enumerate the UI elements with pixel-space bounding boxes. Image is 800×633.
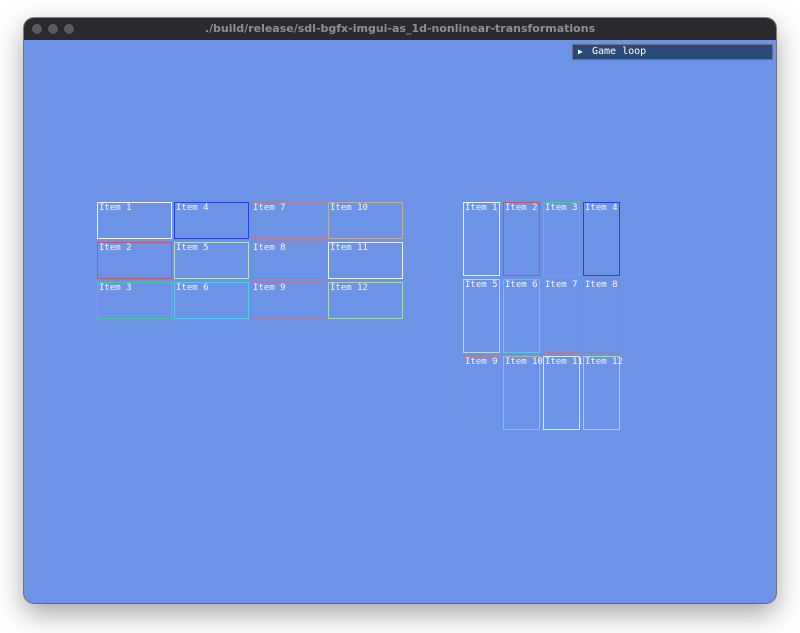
grid-item-label: Item 1 [99, 203, 132, 213]
grid-item[interactable]: Item 6 [174, 282, 249, 319]
grid-item-label: Item 9 [465, 357, 498, 367]
grid-item[interactable]: Item 11 [328, 242, 403, 279]
grid-item-label: Item 4 [176, 203, 209, 213]
grid-item[interactable]: Item 3 [543, 202, 580, 276]
grid-item-label: Item 4 [585, 203, 618, 213]
game-loop-title: Game loop [592, 46, 647, 57]
grid-item[interactable]: Item 10 [503, 356, 543, 430]
grid-item-label: Item 6 [176, 283, 209, 293]
grid-item[interactable]: Item 7 [251, 202, 326, 239]
grid-item[interactable]: Item 1 [97, 202, 172, 239]
grid-item-label: Item 5 [176, 243, 209, 253]
grid-item[interactable]: Item 12 [328, 282, 403, 319]
title-bar: ./build/release/sdl-bgfx-imgui-as_1d-non… [24, 18, 776, 41]
grid-item-label: Item 9 [253, 283, 286, 293]
grid-item[interactable]: Item 5 [174, 242, 249, 279]
app-window: ./build/release/sdl-bgfx-imgui-as_1d-non… [24, 18, 776, 603]
grid-item[interactable]: Item 6 [503, 279, 540, 353]
grid-item[interactable]: Item 8 [583, 279, 620, 353]
grid-item-label: Item 8 [253, 243, 286, 253]
grid-item-label: Item 3 [545, 203, 578, 213]
game-loop-collapsed-window[interactable]: ▶ Game loop [572, 44, 773, 60]
grid-item[interactable]: Item 8 [251, 242, 326, 279]
grid-item[interactable]: Item 9 [251, 282, 326, 319]
grid-item-label: Item 2 [99, 243, 132, 253]
grid-item[interactable]: Item 10 [328, 202, 403, 239]
grid-item-label: Item 2 [505, 203, 538, 213]
grid-item-label: Item 7 [545, 280, 578, 290]
grid-item[interactable]: Item 7 [543, 279, 580, 353]
grid-item[interactable]: Item 12 [583, 356, 623, 430]
grid-item-label: Item 3 [99, 283, 132, 293]
grid-item[interactable]: Item 4 [174, 202, 249, 239]
grid-item-label: Item 5 [465, 280, 498, 290]
render-canvas[interactable]: ▶ Game loop Item 1 Item 2 Item 3 Item 4 Item… [24, 40, 776, 603]
grid-item-label: Item 10 [505, 357, 543, 367]
grid-item-label: Item 12 [585, 357, 623, 367]
grid-item-label: Item 8 [585, 280, 618, 290]
collapse-arrow-icon[interactable]: ▶ [578, 47, 583, 56]
grid-item[interactable]: Item 5 [463, 279, 500, 353]
grid-item-label: Item 11 [545, 357, 583, 367]
maximize-window-button[interactable] [64, 24, 74, 34]
grid-item[interactable]: Item 4 [583, 202, 620, 276]
grid-item-label: Item 6 [505, 280, 538, 290]
window-title: ./build/release/sdl-bgfx-imgui-as_1d-non… [204, 22, 596, 35]
close-window-button[interactable] [32, 24, 42, 34]
grid-item[interactable]: Item 11 [543, 356, 583, 430]
grid-item-label: Item 11 [330, 243, 368, 253]
grid-item[interactable]: Item 3 [97, 282, 172, 319]
grid-item-label: Item 7 [253, 203, 286, 213]
grid-item[interactable]: Item 2 [503, 202, 540, 276]
grid-item-label: Item 12 [330, 283, 368, 293]
grid-item-label: Item 1 [465, 203, 498, 213]
grid-item[interactable]: Item 2 [97, 242, 172, 279]
grid-item[interactable]: Item 1 [463, 202, 500, 276]
minimize-window-button[interactable] [48, 24, 58, 34]
window-controls [32, 24, 74, 34]
grid-item[interactable]: Item 9 [463, 356, 500, 430]
grid-item-label: Item 10 [330, 203, 368, 213]
